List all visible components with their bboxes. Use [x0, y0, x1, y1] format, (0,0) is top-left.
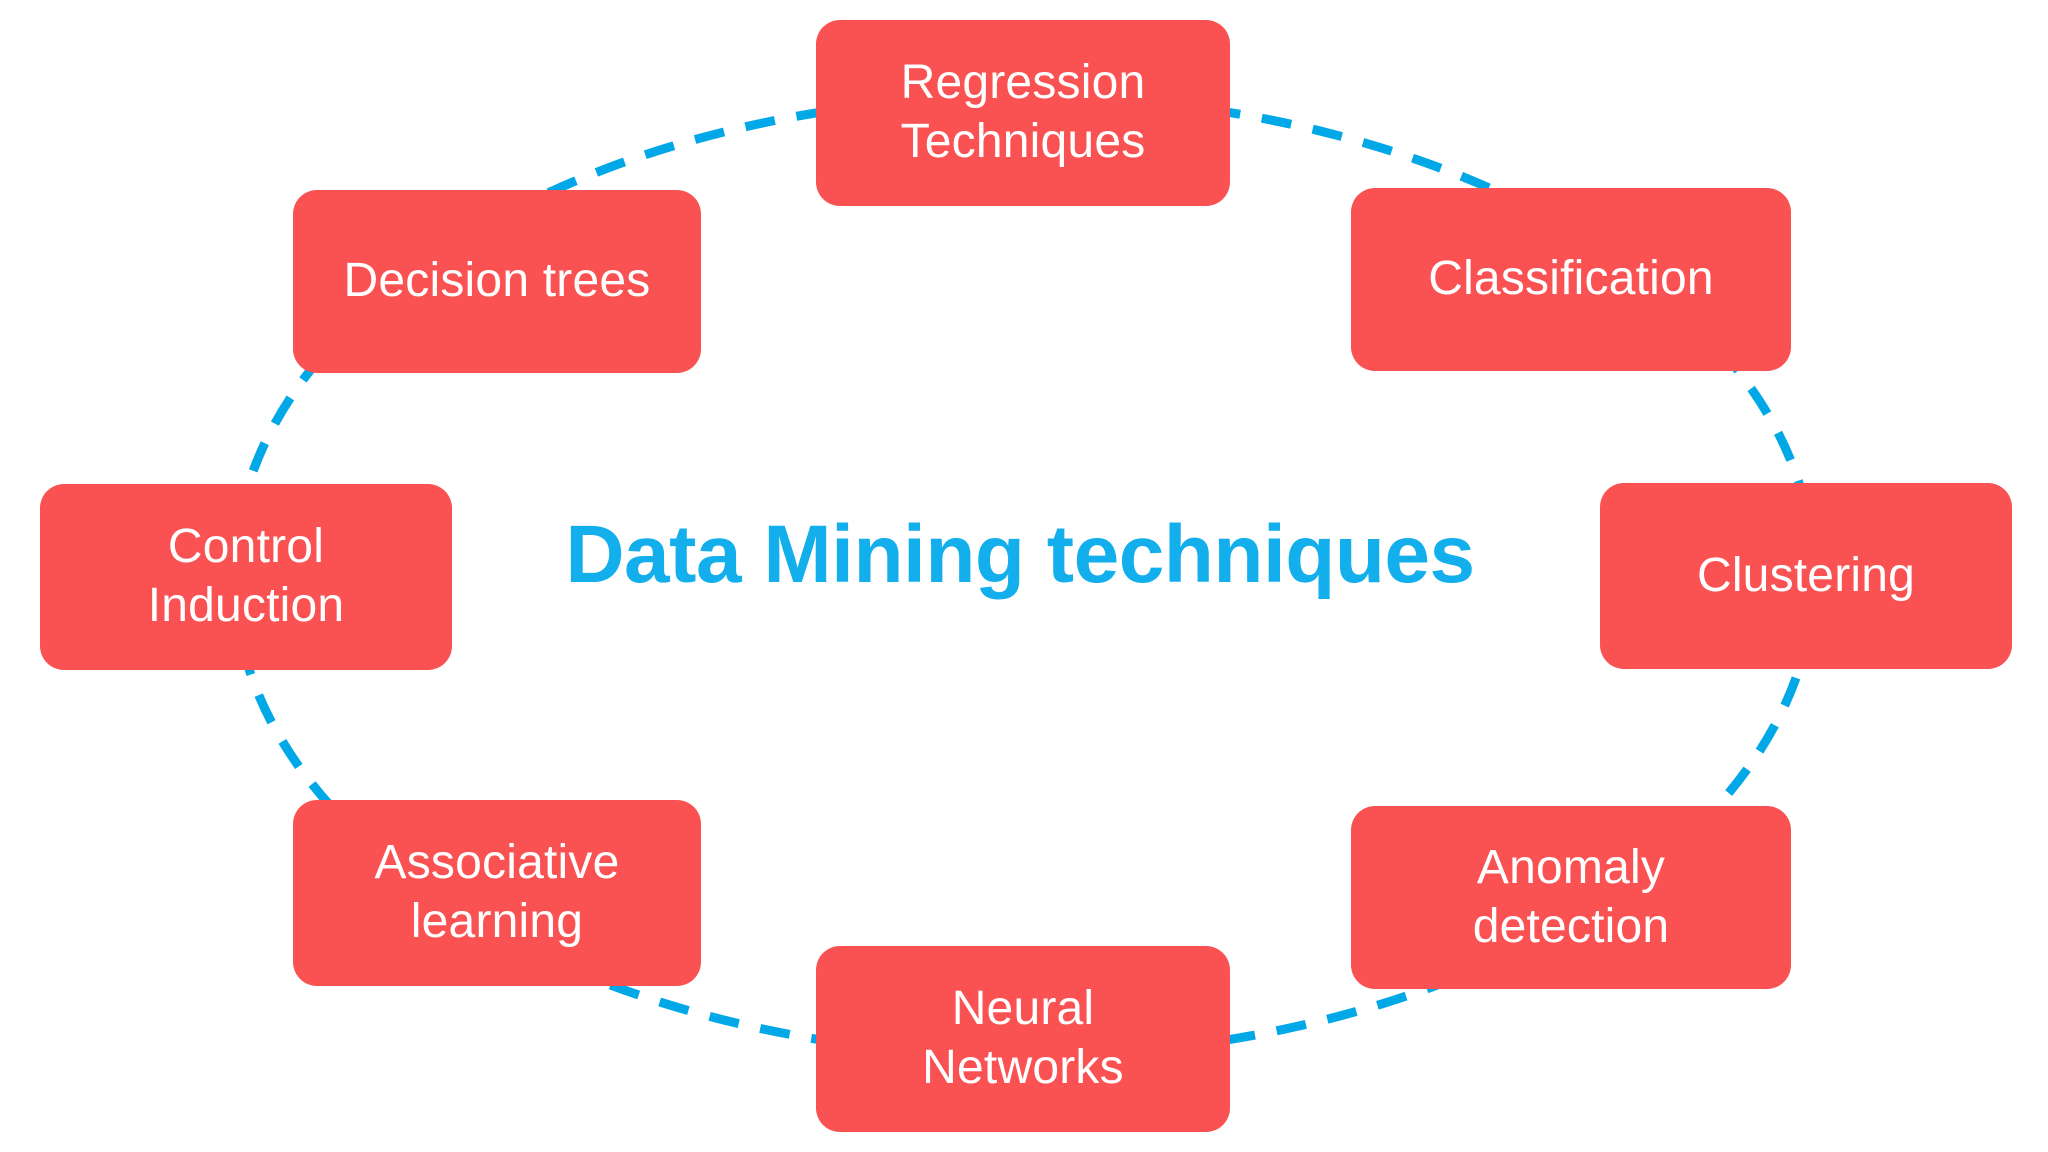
node-control-induction[interactable]: Control Induction [40, 484, 452, 670]
node-anomaly-detection[interactable]: Anomaly detection [1351, 806, 1791, 989]
node-classification[interactable]: Classification [1351, 188, 1791, 371]
node-neural-networks[interactable]: Neural Networks [816, 946, 1230, 1132]
node-regression-techniques[interactable]: Regression Techniques [816, 20, 1230, 206]
node-decision-trees[interactable]: Decision trees [293, 190, 701, 373]
page-title: Data Mining techniques [565, 509, 1475, 600]
node-associative-learning[interactable]: Associative learning [293, 800, 701, 986]
node-clustering[interactable]: Clustering [1600, 483, 2012, 669]
